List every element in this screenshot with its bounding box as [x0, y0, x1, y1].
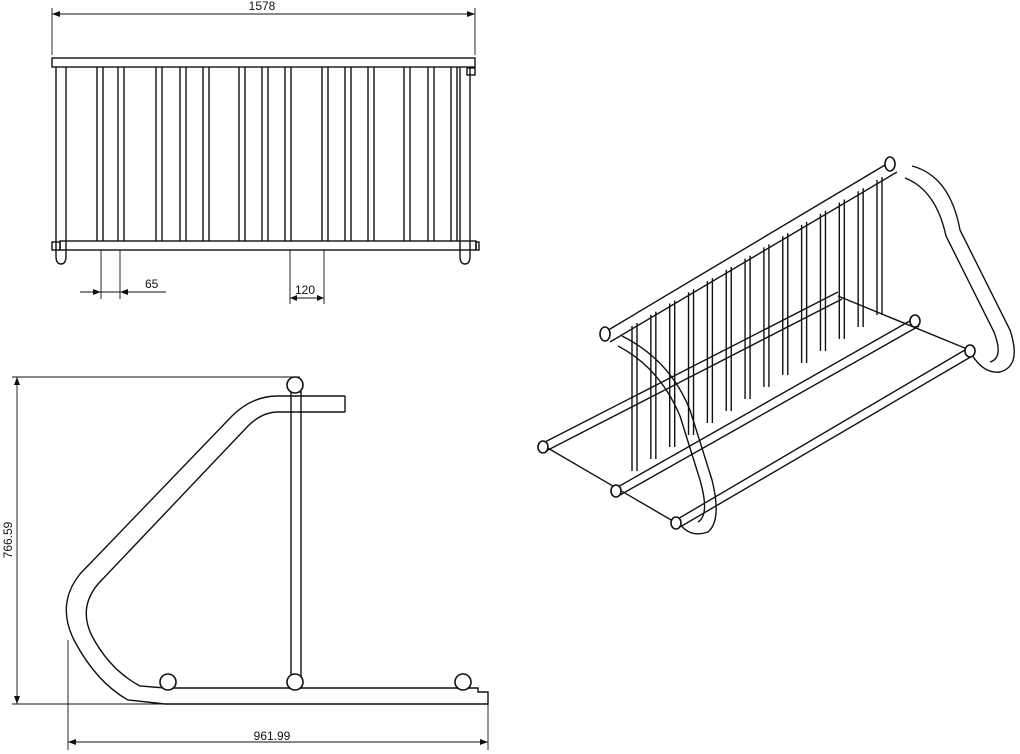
vertical-post — [290, 391, 302, 685]
iso-base-rail-front-a — [675, 346, 971, 521]
iso-tube-end-mid-right — [909, 314, 921, 328]
dim-arrow-left — [52, 11, 60, 17]
end-cap-right-top — [466, 67, 476, 76]
dim-arrow-65b — [120, 289, 128, 295]
top-rail — [51, 57, 476, 68]
iso-base-rail-back-b — [545, 298, 843, 452]
hoop-left — [55, 67, 67, 265]
tube-end-back — [454, 673, 472, 691]
iso-top-rail-b — [609, 171, 898, 343]
dim-arrow-height-top — [14, 377, 20, 385]
dim-post-spacing: 65 — [145, 277, 159, 291]
isometric-view — [537, 156, 1015, 535]
iso-tube-end-front-right — [964, 344, 976, 358]
dim-arrow-depth-left — [68, 739, 76, 745]
iso-tube-end-base-front — [670, 516, 682, 530]
iso-tube-end-top-right — [884, 156, 896, 172]
iso-hoop-right-a — [911, 165, 1015, 373]
tube-end-top — [286, 376, 304, 394]
end-cap-right-bottom — [475, 241, 480, 251]
hoop-inner — [85, 411, 345, 689]
tube-end-middle — [286, 673, 304, 691]
iso-vertical-bars — [631, 177, 883, 471]
iso-hoop-left-b — [617, 345, 706, 523]
iso-base-rail-mid-b — [619, 325, 920, 496]
iso-base-side-right — [837, 295, 973, 352]
iso-base-rail-front-b — [679, 354, 975, 528]
iso-base-rail-mid-a — [615, 317, 916, 489]
vertical-bars — [96, 67, 458, 241]
side-view: 766.59 961.99 — [1, 376, 489, 750]
dim-arrow-65a — [93, 289, 101, 295]
front-view: 1578 65 120 — [51, 0, 480, 304]
dim-slot-width: 120 — [295, 283, 315, 297]
dim-arrow-120b — [317, 295, 324, 301]
iso-base-side-left — [545, 446, 679, 525]
dim-side-height: 766.59 — [1, 521, 15, 558]
hoop-right — [459, 67, 471, 265]
base-rail — [165, 687, 489, 705]
iso-base-rail-back-a — [542, 291, 839, 444]
iso-tube-end-base-left — [537, 440, 549, 454]
hoop-outer — [65, 395, 345, 705]
iso-tube-end-top-left — [599, 326, 611, 342]
bottom-rail — [59, 240, 477, 251]
iso-top-rail-a — [604, 161, 891, 333]
dim-arrow-120a — [290, 295, 297, 301]
iso-tube-end-base-mid — [610, 484, 622, 498]
dim-arrow-depth-right — [480, 739, 488, 745]
iso-hoop-right-b — [904, 177, 999, 363]
dim-overall-length: 1578 — [249, 0, 276, 13]
dim-arrow-height-bottom — [14, 696, 20, 704]
dim-arrow-right — [467, 11, 475, 17]
iso-hoop-left-a — [621, 335, 717, 535]
tube-end-front — [159, 673, 177, 691]
dim-side-depth: 961.99 — [254, 729, 291, 743]
